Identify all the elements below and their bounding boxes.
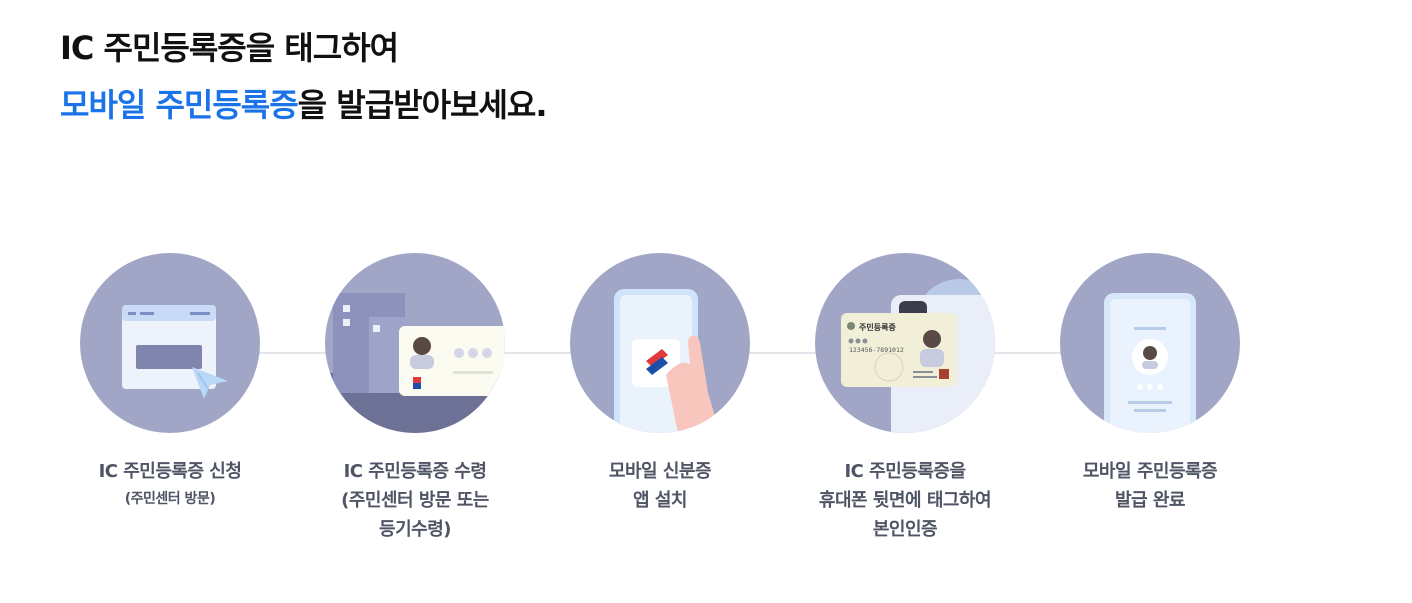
caption-line: 모바일 신분증 [608,461,712,482]
step-1-caption: IC 주민등록증 신청 (주민센터 방문) [50,457,290,510]
step-2-caption: IC 주민등록증 수령 (주민센터 방문 또는 등기수령) [295,457,535,544]
step-3-caption: 모바일 신분증 앱 설치 [540,457,780,515]
mobile-id-complete-icon [1060,253,1240,433]
caption-line: 모바일 주민등록증 [1082,461,1218,482]
caption-line: IC 주민등록증 수령 [343,461,487,482]
step-4-caption: IC 주민등록증을 휴대폰 뒷면에 태그하여 본인인증 [785,457,1025,544]
building-id-card-icon [325,253,505,433]
caption-line: IC 주민등록증을 [844,461,966,482]
caption-line: 휴대폰 뒷면에 태그하여 [818,490,992,511]
caption-line: (주민센터 방문 또는 [341,490,489,511]
headline-accent: 모바일 주민등록증 [60,86,299,124]
page-headline: IC 주민등록증을 태그하여 모바일 주민등록증을 발급받아보세요. [60,28,547,125]
step-5-caption: 모바일 주민등록증 발급 완료 [1030,457,1270,515]
id-card-number: 123456-7891012 [849,346,904,354]
headline-rest: 을 발급받아보세요. [297,86,548,124]
caption-line: 본인인증 [872,519,938,540]
phone-app-icon [570,253,750,433]
caption-sub: (주민센터 방문) [124,491,216,507]
id-card-title: 주민등록증 [859,322,896,332]
caption-line: 앱 설치 [633,490,687,511]
caption-line: IC 주민등록증 신청 [98,461,242,482]
caption-line: 등기수령) [379,519,451,540]
browser-window-icon [80,253,260,433]
nfc-tag-card-icon: 주민등록증 123456-7891012 [815,253,995,433]
caption-line: 발급 완료 [1114,490,1186,511]
headline-line-1: IC 주민등록증을 태그하여 [60,29,399,67]
headline-line-2: 모바일 주민등록증을 발급받아보세요. [60,85,547,125]
